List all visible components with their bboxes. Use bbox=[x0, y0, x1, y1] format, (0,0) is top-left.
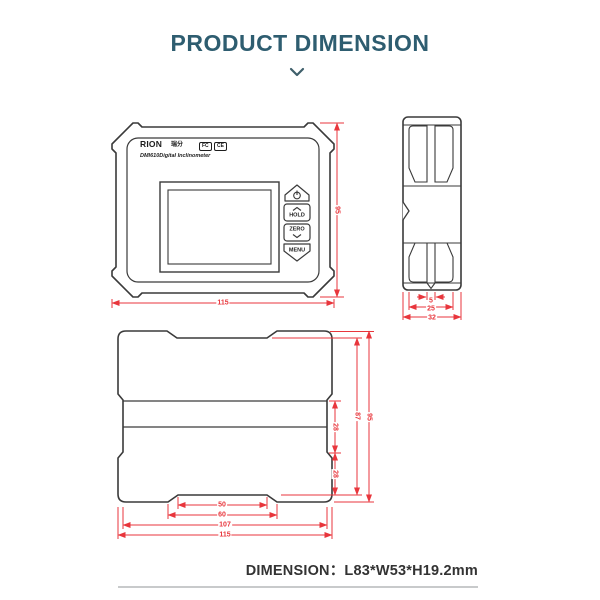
bottom-body-width-dim: 107 bbox=[218, 521, 232, 529]
bottom-band-upper-dim: 28 bbox=[331, 422, 339, 432]
zero-button-label: ZERO bbox=[289, 226, 305, 233]
ce-badge: CE bbox=[214, 142, 227, 151]
bottom-band-lower-dim: 28 bbox=[331, 469, 339, 479]
side-notch bbox=[402, 201, 410, 221]
chevron-down-icon bbox=[292, 234, 302, 239]
front-height-dim: 95 bbox=[333, 205, 341, 215]
bottom-dimension-lines bbox=[117, 330, 374, 539]
footer-divider bbox=[118, 586, 478, 588]
chevron-up-icon bbox=[292, 206, 302, 211]
hold-button-label: HOLD bbox=[289, 212, 305, 219]
power-button bbox=[284, 184, 310, 202]
chevron-down-icon[interactable] bbox=[289, 66, 305, 78]
bottom-slot-inner-dim: 50 bbox=[217, 501, 227, 509]
menu-button-label: MENU bbox=[288, 247, 306, 254]
bottom-band-lines bbox=[123, 400, 327, 428]
brand-logo: RION bbox=[140, 139, 163, 149]
side-outline bbox=[402, 116, 462, 291]
display-bezel bbox=[159, 181, 280, 273]
bottom-overall-height-dim: 95 bbox=[365, 412, 373, 422]
side-thickness-dim: 32 bbox=[427, 314, 437, 322]
power-icon bbox=[293, 190, 301, 200]
brand-cn-label: 瑞分 bbox=[171, 142, 184, 148]
bottom-overall-width-dim: 115 bbox=[218, 531, 232, 539]
display-screen bbox=[167, 189, 272, 265]
front-dimension-lines bbox=[111, 122, 344, 308]
side-slot-dim: 5 bbox=[428, 297, 434, 305]
side-mount-width-dim: 25 bbox=[426, 305, 436, 312]
front-width-dim: 115 bbox=[216, 299, 230, 307]
bottom-outline bbox=[117, 330, 333, 503]
fcc-badge: FC bbox=[199, 142, 212, 151]
overall-dimension-text: DIMENSION：L83*W53*H19.2mm bbox=[245, 563, 478, 579]
page-title: PRODUCT DIMENSION bbox=[170, 30, 430, 56]
model-label: DMI610Digital Inclinometer bbox=[140, 153, 211, 159]
bottom-slot-outer-dim: 60 bbox=[217, 511, 227, 519]
front-faceplate bbox=[126, 137, 320, 283]
bottom-inner-height-dim: 87 bbox=[353, 411, 361, 421]
